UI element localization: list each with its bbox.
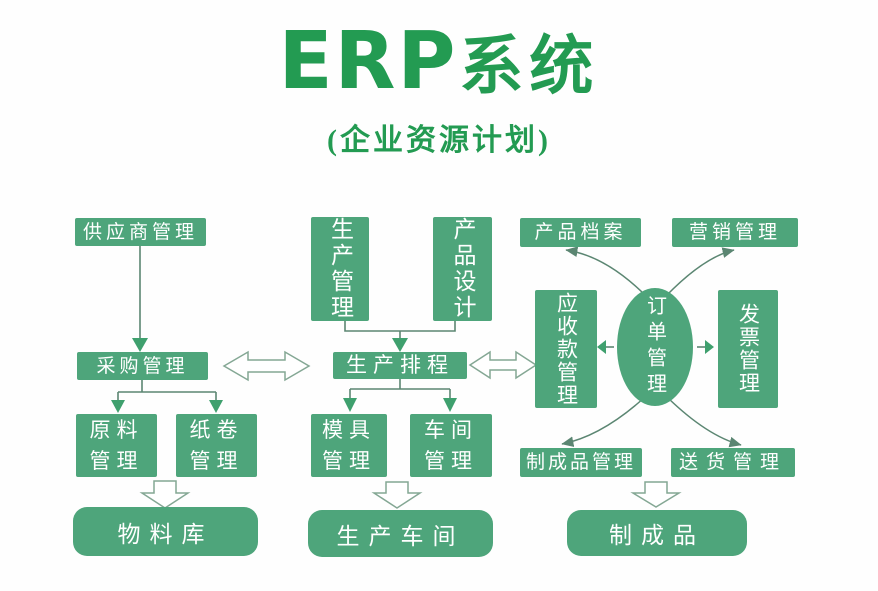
node-raw-material-management: 原料管理 <box>76 414 157 477</box>
node-invoice-management: 发票管理 <box>718 290 778 408</box>
title-erp-text: ERP <box>278 15 458 107</box>
arrow-supplier-to-purchasing <box>132 246 148 352</box>
node-product-archive: 产品档案 <box>520 218 641 247</box>
node-label: 模具管理 <box>322 418 376 473</box>
node-order-management-ellipse: 订单管理 <box>617 288 693 406</box>
node-workshop-management: 车间管理 <box>410 414 492 477</box>
node-production-scheduling: 生产排程 <box>333 352 467 379</box>
node-label: 车间管理 <box>424 418 478 473</box>
arrow-order-to-receivables <box>597 340 614 354</box>
block-arrow-to-material-store <box>139 480 191 509</box>
node-production-workshop: 生产车间 <box>308 510 493 557</box>
arrow-order-to-invoice <box>697 340 714 354</box>
double-arrow-scheduling-receivables <box>468 350 538 380</box>
node-marketing-management: 营销管理 <box>672 218 798 247</box>
block-arrow-to-finished-goods <box>630 481 682 508</box>
node-label: 纸卷管理 <box>189 418 244 473</box>
node-supplier-management: 供应商管理 <box>75 218 206 246</box>
page-title: ERP 系统 <box>0 22 878 101</box>
node-finished-goods: 制成品 <box>567 510 747 556</box>
node-finished-goods-management: 制成品管理 <box>520 448 642 477</box>
node-label: 原料管理 <box>89 418 144 473</box>
page-subtitle: (企业资源计划) <box>327 124 551 157</box>
node-material-warehouse: 物料库 <box>73 507 258 556</box>
node-product-design: 产品设计 <box>433 217 492 321</box>
curve-order-to-finished-mgmt <box>561 396 646 448</box>
title-cjk-text: 系统 <box>459 31 600 102</box>
double-arrow-purchasing-scheduling <box>222 350 311 382</box>
node-production-management: 生产管理 <box>311 217 369 321</box>
node-mold-management: 模具管理 <box>311 414 387 477</box>
curve-order-to-archive <box>565 246 647 297</box>
arrow-production-design-to-scheduling <box>344 321 456 352</box>
node-paper-roll-management: 纸卷管理 <box>176 414 257 477</box>
diagram-header: ERP 系统 (企业资源计划) <box>0 22 878 159</box>
arrow-purchasing-to-materials <box>111 380 223 413</box>
curve-order-to-delivery <box>666 396 742 448</box>
arrow-scheduling-to-shopfloor <box>343 379 457 412</box>
curve-order-to-marketing <box>665 247 735 297</box>
node-purchasing-management: 采购管理 <box>77 352 208 380</box>
node-receivables-management: 应收款管理 <box>535 290 597 408</box>
node-delivery-management: 送货管理 <box>671 448 795 477</box>
block-arrow-to-production-floor <box>371 481 423 509</box>
